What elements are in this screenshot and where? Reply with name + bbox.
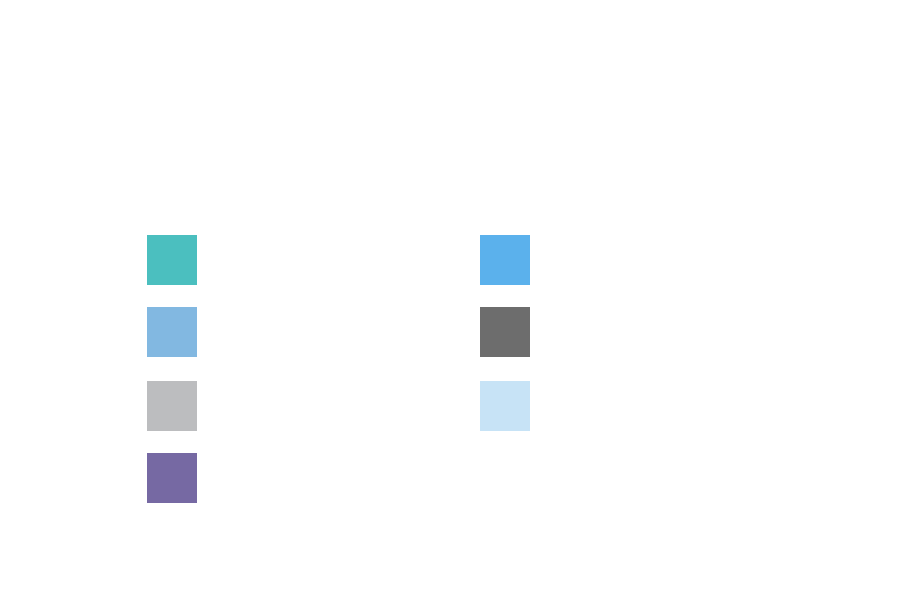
color-swatch-light-gray xyxy=(147,381,197,431)
color-swatch-dark-gray xyxy=(480,307,530,357)
color-swatch-purple xyxy=(147,453,197,503)
color-swatch-sky-blue xyxy=(480,235,530,285)
color-swatch-pale-blue xyxy=(480,381,530,431)
color-swatch-light-blue xyxy=(147,307,197,357)
color-swatch-teal xyxy=(147,235,197,285)
